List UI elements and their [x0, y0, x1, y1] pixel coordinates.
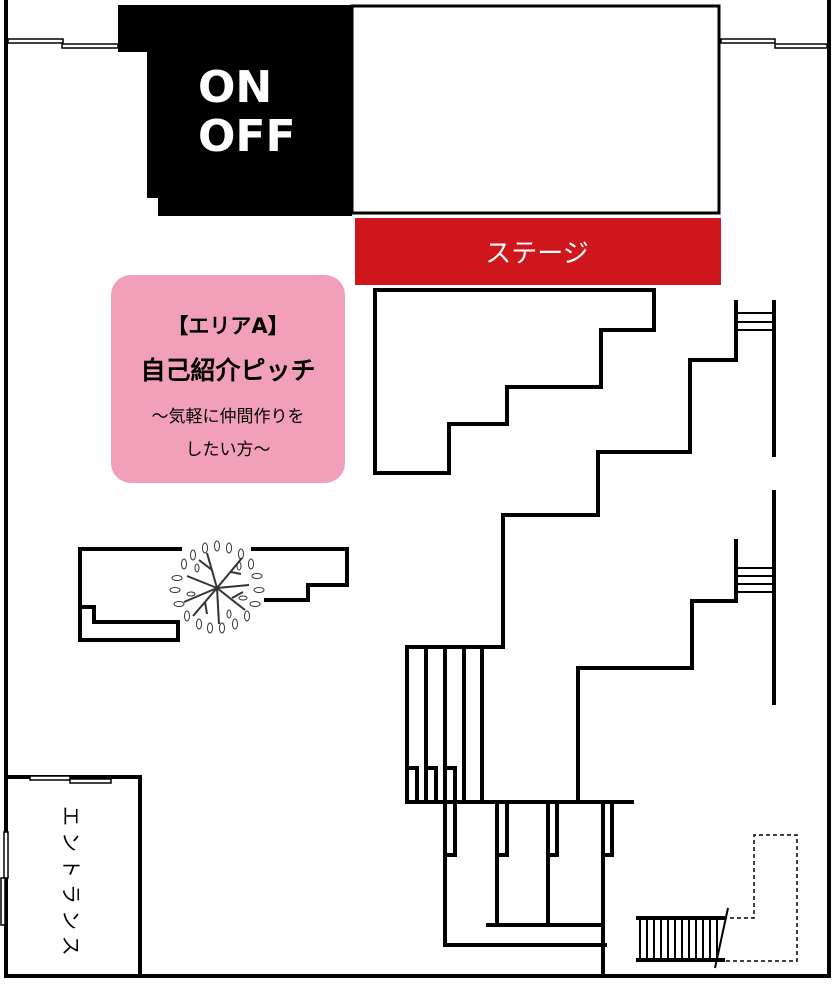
outer-walls	[4, 0, 831, 978]
area-a-title: 自己紹介ピッチ	[140, 356, 315, 385]
stage-label: ステージ	[485, 239, 588, 269]
stair-wall-lower	[576, 539, 738, 804]
entrance-room: エントランス	[0, 775, 142, 978]
stage: ステージ	[355, 218, 721, 285]
area-a-note-1: 〜気軽に仲間作りを	[152, 407, 305, 427]
right-rails	[736, 300, 776, 705]
planter	[78, 547, 349, 642]
stair-wall-upper	[405, 300, 738, 649]
entrance-label: エントランス	[59, 806, 83, 962]
seating-steps	[373, 288, 656, 475]
area-a-tag: 【エリアA】	[167, 314, 288, 338]
logo-line-on: ON	[198, 62, 272, 113]
back-room	[350, 4, 721, 215]
tree-icon	[169, 540, 265, 634]
area-a-box: 【エリアA】 自己紹介ピッチ 〜気軽に仲間作りを したい方〜	[111, 275, 345, 483]
onoff-logo: ON OFF	[118, 5, 352, 216]
staircase	[636, 834, 798, 969]
column-bars	[405, 645, 634, 978]
logo-line-off: OFF	[198, 111, 296, 162]
area-a-note-2: したい方〜	[186, 440, 271, 460]
